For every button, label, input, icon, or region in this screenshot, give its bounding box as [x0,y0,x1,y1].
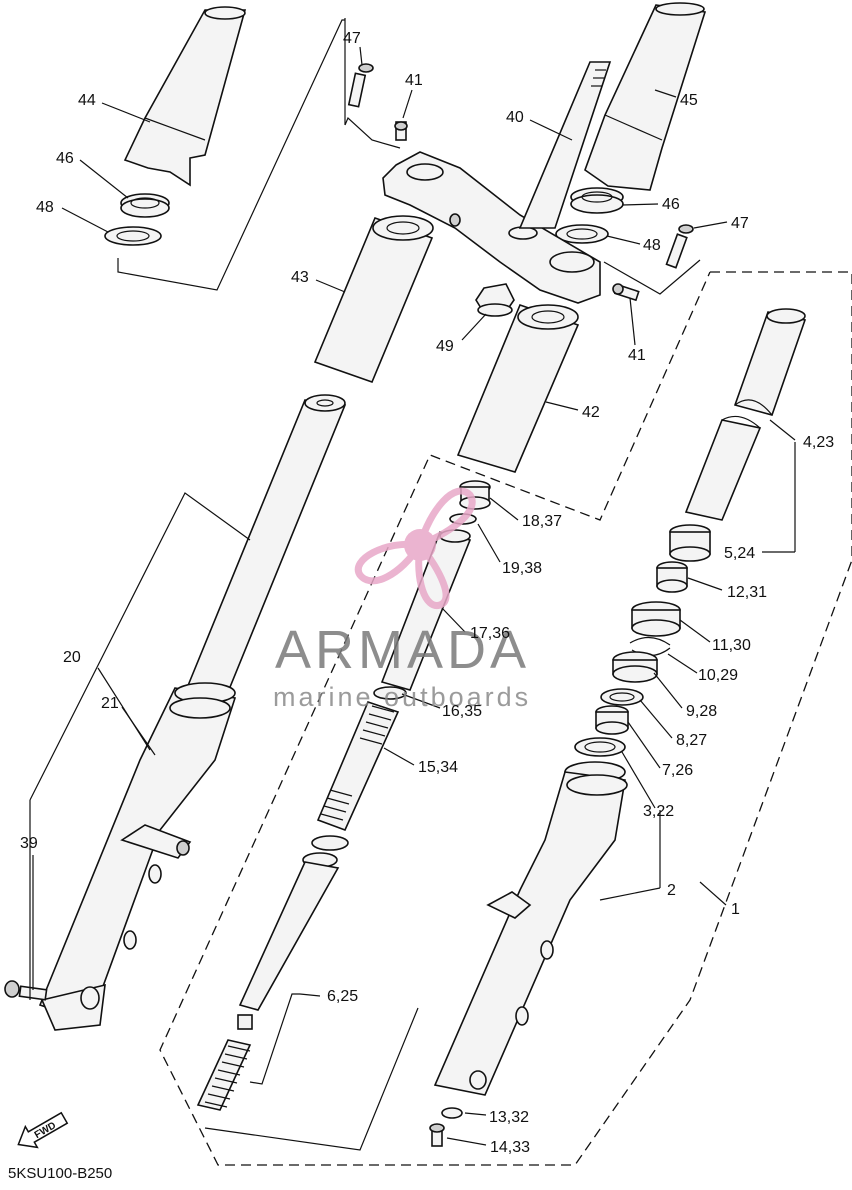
callout-43: 43 [291,269,309,286]
bolt-41-right [612,283,640,302]
callout-41: 41 [628,347,646,364]
inner-tube-4-23 [684,308,807,521]
steering-stem-40 [518,61,612,229]
fwd-arrow-icon: FWD [17,1111,69,1149]
washer-48-left [104,226,162,246]
callout-41: 41 [405,72,423,89]
callout-46: 46 [56,150,74,167]
callout-44: 44 [78,92,96,109]
callout-3-22: 3,22 [643,803,674,820]
watermark: ARMADA marine outboards [273,487,531,712]
callout-48: 48 [643,237,661,254]
callout-2: 2 [667,882,676,899]
callout-47: 47 [343,30,361,47]
callout-21: 21 [101,695,119,712]
bolt-47-right [665,224,694,269]
callout-7-26: 7,26 [662,762,693,779]
seal-8-27 [600,688,644,706]
bushing-7-26 [595,705,629,735]
fork-cover-right [584,2,707,191]
callout-40: 40 [506,109,524,126]
callout-45: 45 [680,92,698,109]
callout-49: 49 [436,338,454,355]
washer-13-32 [441,1107,463,1119]
callout-1: 1 [731,901,740,918]
callouts: 44 46 48 47 41 40 45 46 48 47 43 49 41 4… [20,30,834,1156]
washer-9-28 [612,651,658,683]
clip-ring [311,835,349,851]
propeller-logo-icon [354,487,476,609]
cover-tube-42 [456,303,580,473]
upper-bracket [382,151,601,304]
callout-18-37: 18,37 [522,513,562,530]
bolt-39 [4,980,48,1001]
fwd-label: FWD [33,1120,58,1141]
callout-39: 39 [20,835,38,852]
callout-8-27: 8,27 [676,732,707,749]
watermark-brand: ARMADA [275,620,530,680]
callout-20: 20 [63,649,81,666]
seal-11-30 [631,601,681,637]
watermark-tagline: marine outboards [273,682,531,712]
callout-10-29: 10,29 [698,667,738,684]
diagram-code: 5KSU100-B250 [8,1165,112,1182]
ring-nut-46-right [570,187,624,214]
callout-12-31: 12,31 [727,584,767,601]
callout-48: 48 [36,199,54,216]
callout-17-36: 17,36 [470,625,510,642]
callout-46: 46 [662,196,680,213]
callout-42: 42 [582,404,600,421]
bushing-12-31 [656,561,688,593]
callout-47: 47 [731,215,749,232]
callout-9-28: 9,28 [686,703,717,720]
cover-tube-43 [313,215,434,384]
bushing-5-24 [669,524,711,562]
callout-13-32: 13,32 [489,1109,529,1126]
callout-15-34: 15,34 [418,759,458,776]
washer-48-right [555,224,609,244]
dust-seal-3-22 [574,737,626,757]
damper-6-25 [237,852,340,1030]
ring-16-35 [373,686,407,700]
callout-14-33: 14,33 [490,1139,530,1156]
outer-tube-21 [38,682,237,1031]
outer-tube-2 [433,761,628,1096]
spring-15-34 [316,701,400,832]
fork-cover-left [123,6,247,187]
callout-11-30: 11,30 [712,637,751,654]
bolt-14-33 [429,1123,445,1147]
callout-16-35: 16,35 [442,703,482,720]
ring-nut-46-left [120,193,170,218]
nut-49 [475,283,515,317]
callout-4-23: 4,23 [803,434,834,451]
bolt-47-top [347,63,374,108]
lower-spring [196,1039,252,1111]
callout-6-25: 6,25 [327,988,358,1005]
bolt-41-top [394,121,408,141]
leader-lines [32,46,796,1146]
callout-19-38: 19,38 [502,560,542,577]
callout-5-24: 5,24 [724,545,755,562]
